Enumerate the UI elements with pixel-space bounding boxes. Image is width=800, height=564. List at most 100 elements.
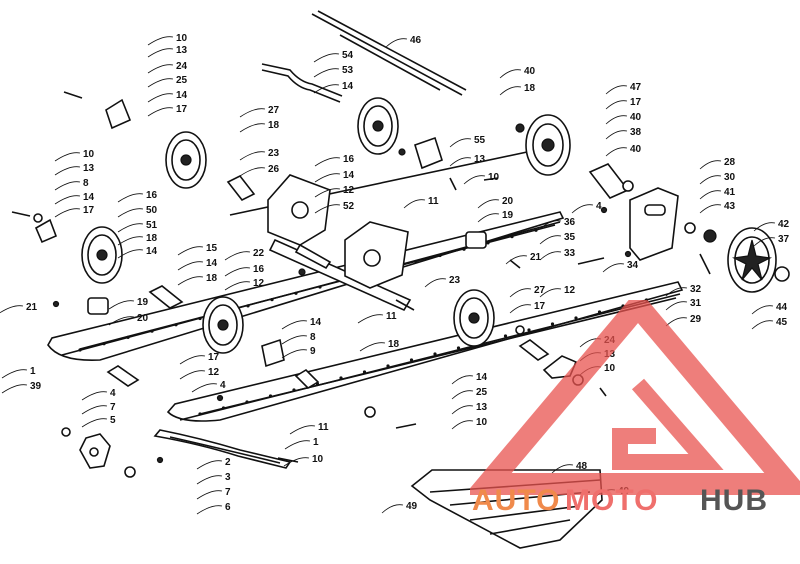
callout-c30: 30 [724, 172, 736, 183]
callout-c8b: 8 [310, 332, 316, 343]
bracket-8-front [34, 218, 58, 244]
callout-c14a: 14 [176, 90, 188, 101]
callout-c22: 22 [253, 248, 265, 259]
callout-c10b: 10 [488, 172, 500, 183]
callout-c54: 54 [342, 50, 354, 61]
rail-hole [409, 358, 414, 362]
leader-line-c19a [477, 213, 500, 223]
leader-line-c51 [117, 223, 144, 233]
leader-line-c10e [283, 457, 310, 467]
bracket-24-top [105, 98, 132, 130]
leader-line-c44 [751, 305, 774, 315]
spacer-25 [518, 339, 550, 361]
leader-line-c37 [753, 237, 776, 247]
front-cross-shaft-46 [311, 10, 467, 96]
callout-c3: 3 [225, 472, 231, 483]
leader-line-c17d [509, 304, 532, 314]
leader-line-c53 [313, 68, 340, 78]
leader-line-c4c [571, 204, 594, 214]
leader-line-c10a [147, 36, 174, 46]
callout-c18e: 18 [388, 339, 400, 350]
leader-line-c48 [551, 464, 574, 474]
leader-line-c35 [539, 235, 562, 245]
rear-wheel-42 [727, 227, 777, 293]
callout-c1b: 1 [313, 437, 319, 448]
callout-c14f: 14 [206, 258, 218, 269]
leader-line-c1a [1, 369, 28, 379]
bent-shaft-54 [261, 63, 343, 103]
automotohub-logo-triangle [470, 300, 800, 495]
callout-c4c: 4 [596, 201, 602, 212]
leader-line-c34 [602, 263, 625, 273]
leader-line-c21a [505, 255, 528, 265]
leader-line-c12d [539, 288, 562, 298]
leader-line-c6 [196, 505, 223, 515]
callout-c10e: 10 [312, 454, 324, 465]
callout-c11a: 11 [428, 196, 439, 207]
stopper-block-20 [465, 231, 487, 249]
leader-line-c11c [289, 425, 316, 435]
leader-line-c14d [54, 195, 81, 205]
leader-line-c21b [0, 305, 24, 314]
leader-line-c14e [117, 249, 144, 259]
callout-c18b: 18 [524, 83, 536, 94]
callout-c21b: 21 [26, 302, 38, 313]
right-slide-rail [166, 281, 684, 422]
leader-line-c14a [147, 93, 174, 103]
callout-c16a: 16 [343, 154, 355, 165]
callout-c35: 35 [564, 232, 576, 243]
callout-c52: 52 [343, 201, 355, 212]
leader-line-c30 [699, 175, 722, 185]
leader-line-c13d [451, 405, 474, 415]
wear-strip [153, 429, 292, 469]
leader-line-c46 [385, 38, 408, 48]
pivot-block-5 [79, 433, 111, 469]
leader-line-c18d [177, 276, 204, 286]
rail-hole [292, 388, 296, 392]
callout-c25a: 25 [176, 75, 188, 86]
callout-c42: 42 [778, 219, 790, 230]
callout-c10a: 10 [176, 33, 188, 44]
leader-line-c39 [1, 384, 28, 394]
leader-line-c41 [699, 190, 722, 200]
spacer-9 [294, 368, 320, 390]
callout-c44: 44 [776, 302, 788, 313]
callout-c12c: 12 [208, 367, 220, 378]
callout-c34: 34 [627, 260, 639, 271]
callout-c7b: 7 [225, 487, 231, 498]
callout-c9: 9 [310, 346, 316, 357]
callout-c53: 53 [342, 65, 354, 76]
callout-c37: 37 [778, 234, 790, 245]
idler-wheel-27-rear [453, 289, 495, 347]
callout-c27b: 27 [534, 285, 546, 296]
leader-line-c18e [359, 342, 386, 352]
callout-c23a: 23 [268, 148, 280, 159]
leader-line-c15 [177, 246, 204, 256]
leader-line-c4a [191, 383, 218, 393]
rail-hole [503, 334, 508, 338]
rear-axle-bracket-28 [629, 187, 679, 261]
leader-line-c27b [509, 288, 532, 298]
leader-line-c18b [499, 86, 522, 96]
leader-line-c40a [499, 69, 522, 79]
spacer-38 [588, 163, 630, 199]
leader-line-c20a [477, 199, 500, 209]
callout-c40c: 40 [630, 144, 642, 155]
leader-line-c14b [313, 84, 340, 94]
leader-line-c32 [665, 287, 688, 297]
rail-hole [270, 298, 274, 302]
leader-line-c23b [424, 278, 447, 288]
callout-c26: 26 [268, 164, 280, 175]
spacer-39 [106, 365, 140, 387]
callout-c23b: 23 [449, 275, 461, 286]
callout-c40a: 40 [524, 66, 536, 77]
rail-hole [574, 316, 578, 320]
rail-hole [433, 352, 437, 356]
leader-line-c10c [54, 152, 81, 162]
callout-c40b: 40 [630, 112, 642, 123]
callout-c55: 55 [474, 135, 486, 146]
leader-line-c14g [281, 320, 308, 330]
callout-c14g: 14 [310, 317, 322, 328]
callout-c18d: 18 [206, 273, 218, 284]
callout-c43: 43 [724, 201, 736, 212]
